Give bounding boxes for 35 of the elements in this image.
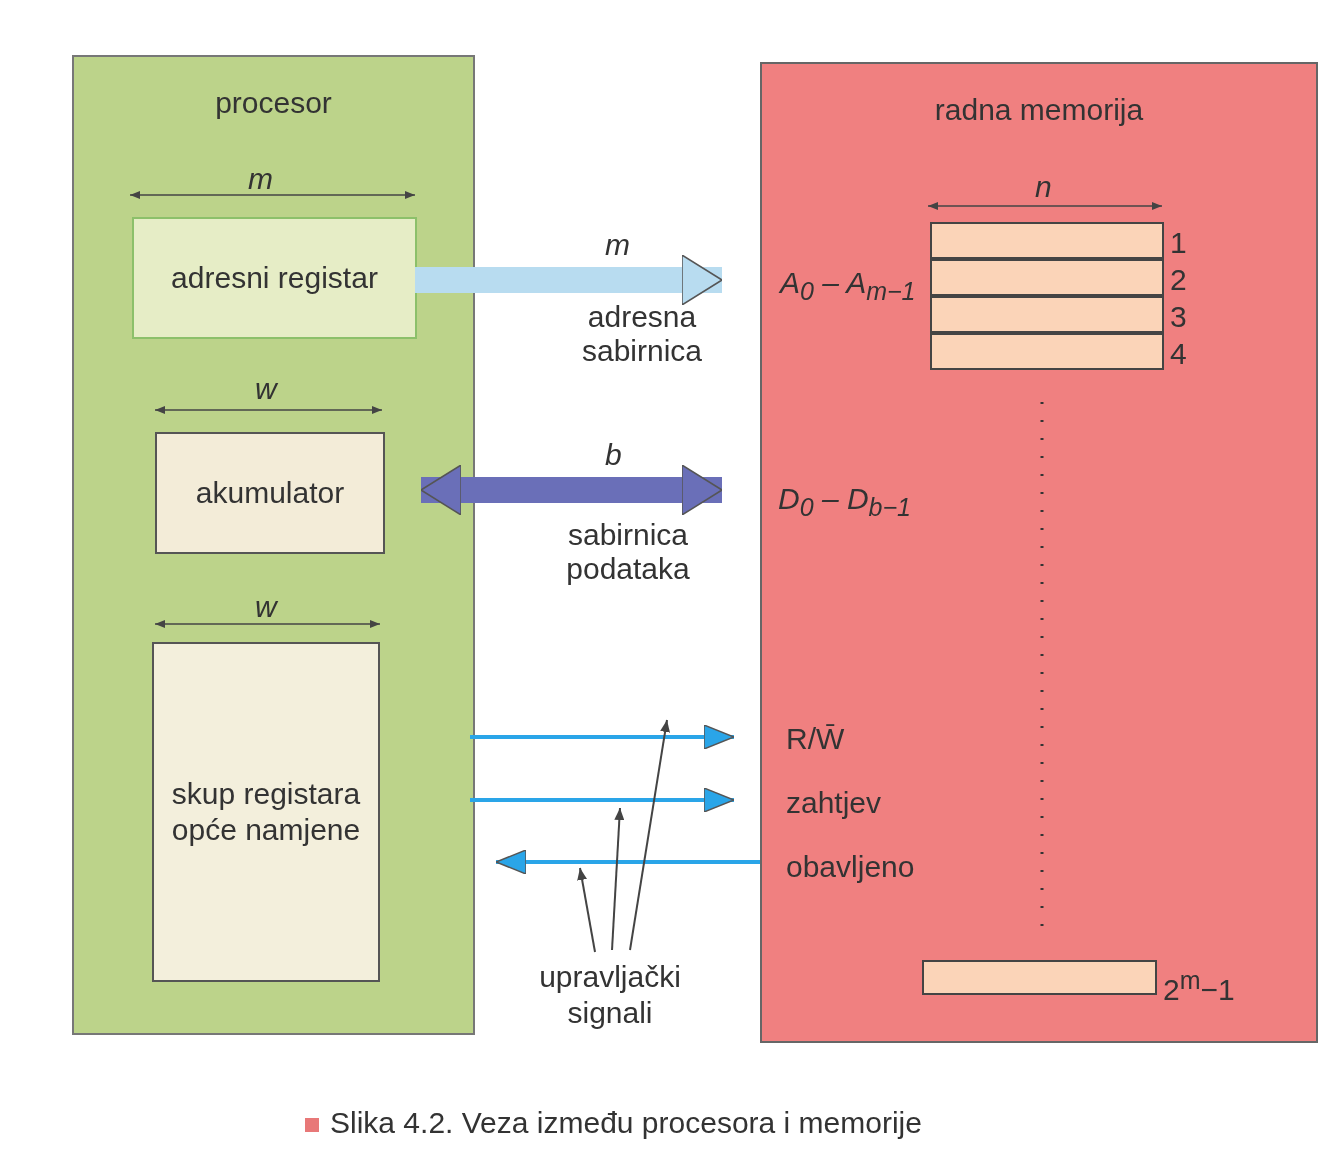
pin-label: A$_{0}$ – A$_{m−1}$ xyxy=(780,266,916,307)
callout-text: upravljački signali xyxy=(538,959,682,1031)
panel-title: radna memorija xyxy=(933,92,1145,128)
row-number: 3 xyxy=(1170,299,1187,334)
bus-width-label: m xyxy=(605,228,630,262)
signal-name: R/W̄ xyxy=(786,722,845,756)
leader-line xyxy=(629,719,671,951)
dimension-label: n xyxy=(1035,170,1052,204)
bus-arrow xyxy=(415,254,723,306)
row-number: 2 xyxy=(1170,262,1187,297)
edge-label: sabirnica podataka xyxy=(565,518,691,586)
bus-width-label: b xyxy=(605,438,622,472)
pin-label: D$_{0}$ – D$_{b−1}$ xyxy=(778,482,912,523)
signal-arrow xyxy=(470,724,735,750)
leader-line xyxy=(577,867,596,953)
signal-arrow xyxy=(470,787,735,813)
dimension-label: m xyxy=(248,162,273,196)
caption: Slika 4.2. Veza između procesora i memorije xyxy=(330,1106,922,1140)
dimension-label: w xyxy=(255,590,277,624)
row-number: 1 xyxy=(1170,225,1187,260)
panel-title: procesor xyxy=(214,85,333,121)
register-box: akumulator xyxy=(155,432,385,554)
memory-panel xyxy=(760,62,1318,1043)
signal-name: obavljeno xyxy=(786,850,915,884)
row-number: 2$^{m}$−1 xyxy=(1163,964,1235,1007)
processor-panel xyxy=(72,55,475,1035)
row-number: 4 xyxy=(1170,336,1187,371)
bus-arrow xyxy=(420,464,723,516)
leader-line xyxy=(611,807,625,951)
edge-label: adresna sabirnica xyxy=(580,300,704,368)
register-box: skup registara opće namjene xyxy=(152,642,380,982)
register-box: adresni registar xyxy=(132,217,417,339)
signal-name: zahtjev xyxy=(786,786,882,820)
signal-arrow xyxy=(495,849,760,875)
dimension-label: w xyxy=(255,372,277,406)
